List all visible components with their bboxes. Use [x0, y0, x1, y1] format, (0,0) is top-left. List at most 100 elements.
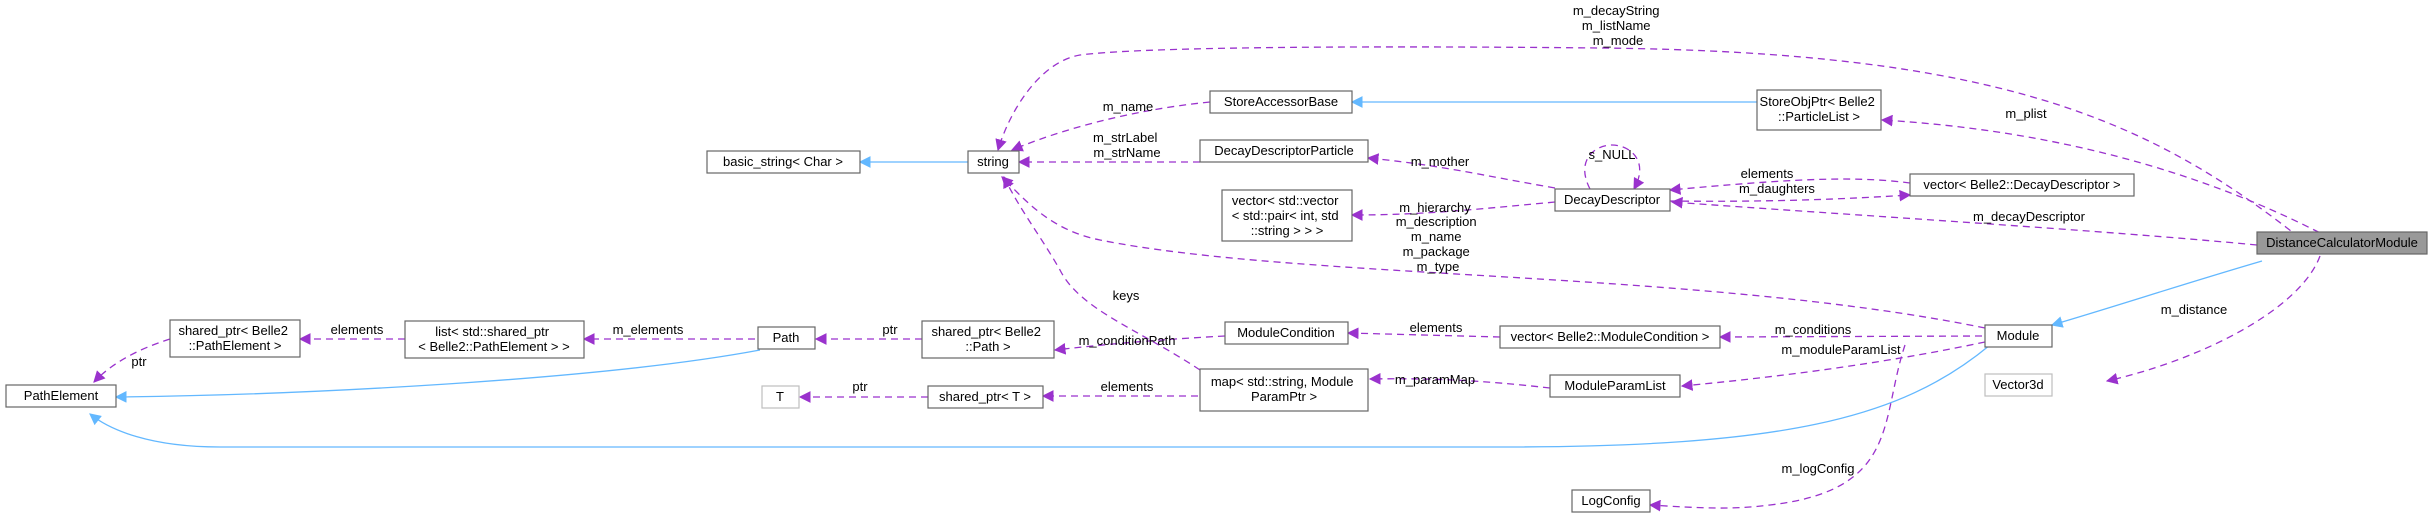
node-t[interactable]: T: [761, 385, 800, 409]
label-module-strings-1: m_description: [1396, 214, 1477, 229]
node-map-label: map< std::string, Module ParamPtr >: [1211, 374, 1357, 404]
node-shared-ptr-path[interactable]: shared_ptr< Belle2 ::Path >: [921, 320, 1055, 359]
label-snull: s_NULL: [1589, 147, 1636, 162]
node-vector-vector-line-3: ::string > > >: [1251, 223, 1324, 238]
node-vector-decay-descriptor[interactable]: vector< Belle2::DecayDescriptor >: [1909, 173, 2135, 197]
node-shared-ptr-t-label: shared_ptr< T >: [939, 389, 1031, 404]
node-vector-module-condition[interactable]: vector< Belle2::ModuleCondition >: [1499, 325, 1721, 349]
node-store-obj-ptr-label: StoreObjPtr< Belle2 ::ParticleList >: [1760, 94, 1879, 124]
edge-elements-mc: [1346, 327, 1501, 340]
label-parammap: m_paramMap: [1395, 372, 1475, 387]
node-log-config[interactable]: LogConfig: [1571, 489, 1651, 513]
edge-snull: [1584, 144, 1645, 191]
node-module-condition[interactable]: ModuleCondition: [1224, 321, 1349, 345]
node-map-line-2: ParamPtr >: [1251, 389, 1317, 404]
label-module-strings-4: m_type: [1417, 259, 1460, 274]
label-daughters: m_daughters: [1739, 181, 1815, 196]
node-decay-descriptor[interactable]: DecayDescriptor: [1554, 188, 1671, 212]
node-shared-ptr-path-line-2: ::Path >: [965, 339, 1010, 354]
label-mother: m_mother: [1411, 154, 1470, 169]
node-list-shared-ptr-line-2: < Belle2::PathElement > >: [418, 339, 569, 354]
label-decay-string-1: m_decayString: [1573, 3, 1660, 18]
label-hierarchy: m_hierarchy: [1399, 200, 1471, 215]
node-vector3d-label: Vector3d: [1992, 377, 2043, 392]
node-vector-vector[interactable]: vector< std::vector < std::pair< int, st…: [1221, 189, 1353, 242]
edge-conditions: [1718, 331, 1983, 343]
node-distance-calculator-module-label: DistanceCalculatorModule: [2266, 235, 2418, 250]
label-name: m_name: [1103, 99, 1154, 114]
label-conditionpath: m_conditionPath: [1079, 333, 1176, 348]
node-module-label: Module: [1997, 328, 2040, 343]
node-basic-string[interactable]: basic_string< Char >: [706, 150, 861, 174]
label-ptr-pe: ptr: [131, 354, 147, 369]
node-path-label: Path: [773, 330, 800, 345]
label-keys: keys: [1113, 288, 1140, 303]
edge-conditionpath: [1053, 335, 1226, 355]
label-decay-string-3: m_mode: [1593, 33, 1644, 48]
edge-plist: [1880, 114, 2331, 239]
node-decay-descriptor-particle[interactable]: DecayDescriptorParticle: [1199, 139, 1369, 163]
edge-name: [1010, 101, 1211, 152]
label-module-strings-3: m_package: [1403, 244, 1470, 259]
node-vector-vector-line-2: < std::pair< int, std: [1232, 208, 1339, 223]
label-str-label-1: m_strLabel: [1093, 130, 1157, 145]
node-store-accessor-base[interactable]: StoreAccessorBase: [1209, 90, 1353, 114]
node-shared-ptr-path-line-1: shared_ptr< Belle2: [931, 324, 1041, 339]
edge-elements-dd: [1668, 178, 1911, 195]
node-shared-ptr-path-element-line-1: shared_ptr< Belle2: [178, 323, 288, 338]
label-decay-string-2: m_listName: [1582, 18, 1651, 33]
label-conditions: m_conditions: [1775, 322, 1852, 337]
edge-inherit-path-pathelement: [114, 349, 761, 403]
node-path[interactable]: Path: [757, 326, 816, 350]
edge-mother: [1366, 153, 1556, 189]
node-shared-ptr-t[interactable]: shared_ptr< T >: [927, 385, 1044, 409]
edge-logconfig: [1648, 344, 1906, 512]
label-decay-string: m_decayString m_listName m_mode: [1573, 3, 1663, 48]
edge-ptr-pe: [93, 338, 171, 383]
label-logconfig: m_logConfig: [1782, 461, 1855, 476]
node-decay-descriptor-particle-label: DecayDescriptorParticle: [1214, 143, 1353, 158]
node-t-label: T: [776, 389, 784, 404]
node-list-shared-ptr[interactable]: list< std::shared_ptr < Belle2::PathElem…: [404, 320, 585, 359]
label-decaydescriptor-member: m_decayDescriptor: [1973, 209, 2086, 224]
node-basic-string-label: basic_string< Char >: [723, 154, 843, 169]
node-path-element-label: PathElement: [24, 388, 99, 403]
label-elements-mc: elements: [1410, 320, 1463, 335]
node-vector3d[interactable]: Vector3d: [1984, 373, 2053, 397]
node-map[interactable]: map< std::string, Module ParamPtr >: [1199, 368, 1369, 412]
node-module-param-list[interactable]: ModuleParamList: [1549, 374, 1681, 398]
label-distance: m_distance: [2161, 302, 2227, 317]
node-path-element[interactable]: PathElement: [5, 384, 117, 408]
node-shared-ptr-path-element-line-2: ::PathElement >: [189, 338, 282, 353]
label-ptr-t: ptr: [852, 379, 868, 394]
edge-distance: [2105, 255, 2321, 385]
node-vector-decay-descriptor-label: vector< Belle2::DecayDescriptor >: [1923, 177, 2120, 192]
node-map-line-1: map< std::string, Module: [1211, 374, 1354, 389]
label-plist: m_plist: [2005, 106, 2047, 121]
node-string[interactable]: string: [967, 150, 1020, 174]
node-string-label: string: [977, 154, 1009, 169]
label-str-label-2: m_strName: [1093, 145, 1160, 160]
label-elements-dd: elements: [1741, 166, 1794, 181]
edge-parammap: [1368, 372, 1551, 389]
node-distance-calculator-module[interactable]: DistanceCalculatorModule: [2256, 231, 2428, 255]
edge-inherit-distcalc-module: [2050, 260, 2263, 328]
label-m-elements: m_elements: [613, 322, 684, 337]
node-store-obj-ptr[interactable]: StoreObjPtr< Belle2 ::ParticleList >: [1756, 89, 1882, 131]
node-list-shared-ptr-label: list< std::shared_ptr < Belle2::PathElem…: [418, 324, 569, 354]
label-module-strings-2: m_name: [1411, 229, 1462, 244]
node-store-accessor-base-label: StoreAccessorBase: [1224, 94, 1338, 109]
node-shared-ptr-path-element[interactable]: shared_ptr< Belle2 ::PathElement >: [169, 319, 301, 358]
node-module[interactable]: Module: [1984, 324, 2053, 348]
node-store-obj-ptr-line-1: StoreObjPtr< Belle2: [1760, 94, 1875, 109]
edge-daughters: [1669, 189, 1912, 202]
node-vector-module-condition-label: vector< Belle2::ModuleCondition >: [1511, 329, 1710, 344]
node-shared-ptr-path-element-label: shared_ptr< Belle2 ::PathElement >: [178, 323, 291, 353]
edge-module-strings: [1001, 176, 1986, 329]
label-str-label: m_strLabel m_strName: [1093, 130, 1161, 160]
node-module-param-list-label: ModuleParamList: [1564, 378, 1666, 393]
node-list-shared-ptr-line-1: list< std::shared_ptr: [435, 324, 549, 339]
node-shared-ptr-path-label: shared_ptr< Belle2 ::Path >: [931, 324, 1044, 354]
edge-inherit-module-pathelement: [89, 344, 1991, 448]
